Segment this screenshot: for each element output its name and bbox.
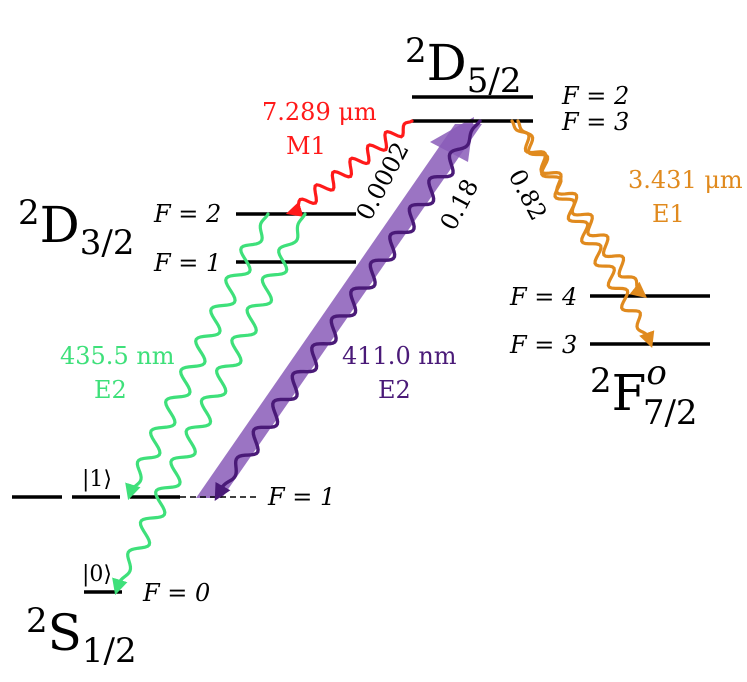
d52-f-lower-label: F = 3: [561, 108, 629, 136]
d32-label: 2D3/2: [18, 193, 134, 263]
s12-f-lower-label: F = 0: [142, 579, 210, 607]
ket-1-label: |1⟩: [82, 467, 112, 492]
e1-wavelength-label: 3.431 μm: [628, 166, 743, 194]
m1-type-label: M1: [286, 132, 326, 160]
e2-435-wave-f0: [112, 212, 307, 596]
e2-435-type-label: E2: [94, 376, 127, 404]
d32-f-upper-label: F = 2: [153, 200, 221, 228]
e2-435-wavelength-label: 435.5 nm: [60, 342, 175, 370]
m1-wavelength-label: 7.289 μm: [262, 98, 377, 126]
e2-411-type-label: E2: [378, 376, 411, 404]
f72-f-upper-label: F = 4: [509, 283, 577, 311]
e2-411-wavelength-label: 411.0 nm: [342, 342, 457, 370]
s12-f-upper-label: F = 1: [267, 483, 335, 511]
ket-0-label: |0⟩: [82, 562, 112, 587]
e2-411-branching-label: 0.18: [435, 174, 485, 234]
e2-435-wave-f1: [125, 212, 270, 501]
s12-label: 2S1/2: [26, 601, 137, 671]
laser-band-411-arrowhead: [430, 117, 474, 162]
e1-wave-f3: [516, 119, 655, 349]
d52-label: 2D5/2: [405, 31, 521, 101]
d32-f-lower-label: F = 1: [153, 249, 221, 277]
e2-411-wave: [214, 119, 482, 501]
m1-wave: [285, 119, 414, 217]
transition-waves: [112, 119, 655, 596]
d52-f-upper-label: F = 2: [561, 82, 629, 110]
laser-band-411: [196, 124, 482, 498]
e1-type-label: E1: [652, 200, 685, 228]
f72-f-lower-label: F = 3: [509, 331, 577, 359]
